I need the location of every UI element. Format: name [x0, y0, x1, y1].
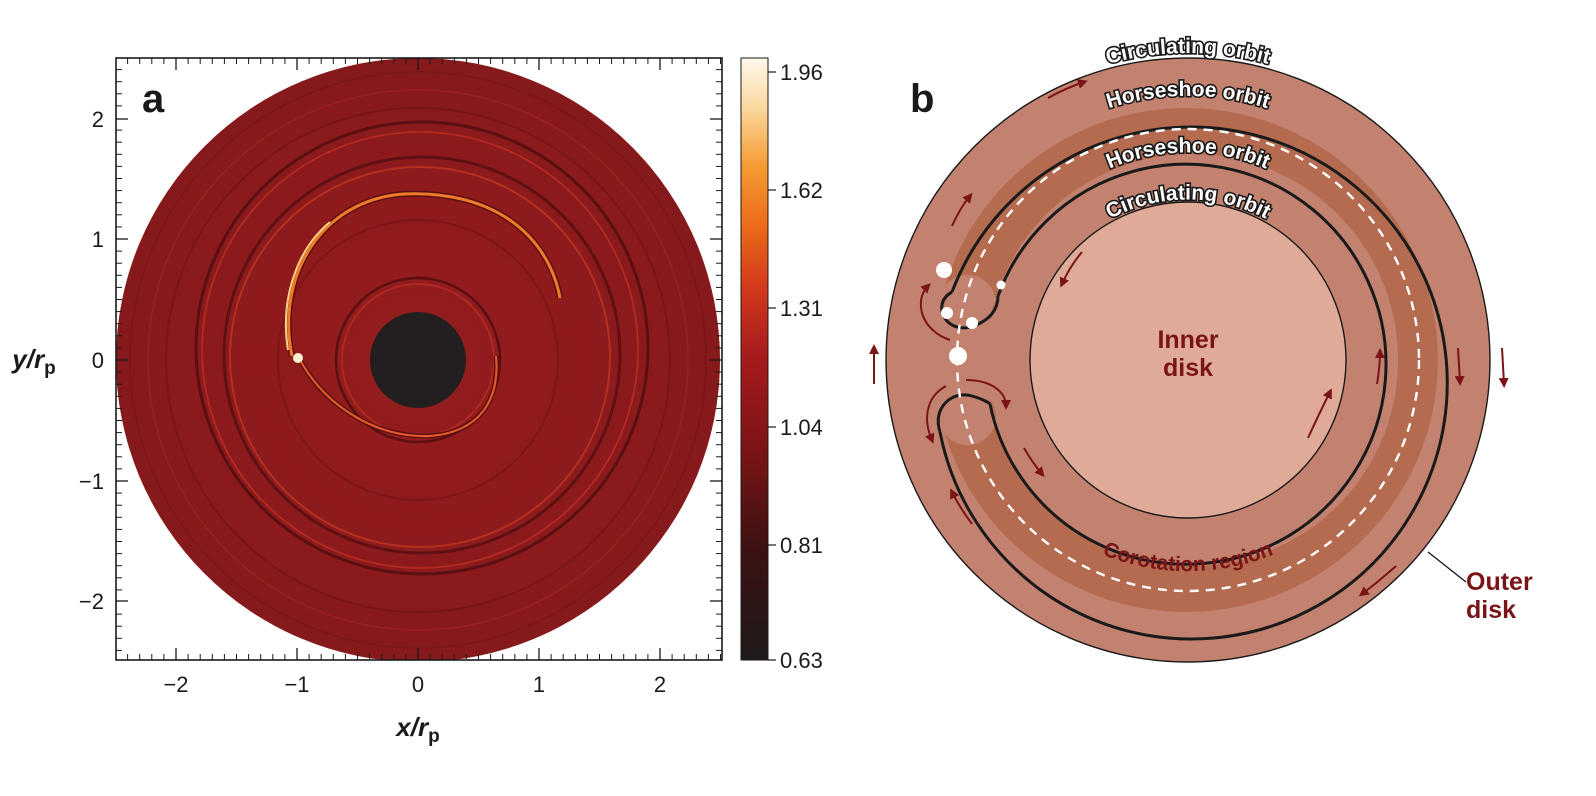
plot-frame: [115, 57, 723, 661]
spiral-wake-inner-bright: [299, 355, 498, 438]
y-tick-label: 1: [92, 227, 104, 252]
flow-arrow: [1498, 347, 1509, 388]
y-axis-label: y/rp: [10, 344, 55, 379]
x-tick-label: −1: [284, 672, 309, 697]
horseshoe-orbit-inner: [988, 162, 1388, 566]
colorbar-tick-label: 1.62: [780, 178, 823, 203]
flow-arrow: [919, 283, 951, 341]
particle-marker: [941, 307, 953, 319]
x-tick-label: 1: [533, 672, 545, 697]
planet-marker: [936, 262, 952, 278]
panel-letter-b: b: [910, 77, 934, 121]
minor-ticks: [116, 58, 722, 660]
density-ring: [222, 155, 622, 555]
label-outer-disk: Outer: [1466, 568, 1533, 596]
density-ring: [165, 107, 671, 613]
density-ring: [194, 120, 650, 576]
panel-a-density-map: −2 −1 0 1 2 2 1 0 −1 −2 x/rp y/rp a 1.96…: [10, 57, 823, 747]
flow-arrow: [1374, 348, 1385, 385]
outer-disk-leader-line: [1427, 551, 1467, 583]
axis-ticks: [116, 58, 722, 660]
planet-marker: [949, 347, 967, 365]
label-outer-disk-line2: disk: [1466, 596, 1516, 624]
particle-marker: [996, 280, 1006, 290]
x-axis-label: x/rp: [394, 712, 439, 747]
density-ring: [229, 166, 611, 548]
x-tick-label: 0: [412, 672, 424, 697]
flow-arrow: [1059, 251, 1083, 288]
flow-arrow: [1047, 79, 1088, 99]
x-tick-label: −2: [163, 672, 188, 697]
particle-marker: [966, 317, 978, 329]
flow-arrow: [950, 488, 973, 525]
colorbar-gradient: [740, 57, 769, 661]
flow-arrow: [1358, 565, 1397, 597]
y-tick-label: −1: [79, 469, 104, 494]
flow-arrow: [1023, 447, 1045, 478]
density-ring: [147, 89, 689, 631]
y-tick-label: 0: [92, 348, 104, 373]
colorbar-tick-label: 1.04: [780, 415, 823, 440]
flow-arrows: [869, 79, 1509, 597]
flow-arrow: [1454, 347, 1465, 386]
colorbar-ticks: [768, 71, 776, 661]
colorbar-tick-label: 0.81: [780, 533, 823, 558]
inner-disk: [1029, 201, 1347, 519]
label-inner-disk: Inner: [1157, 326, 1218, 354]
flow-arrow: [965, 379, 1011, 410]
y-tick-label: 2: [92, 107, 104, 132]
density-ring: [201, 131, 639, 569]
flow-arrow: [951, 192, 973, 227]
x-tick-label: 2: [654, 672, 666, 697]
colorbar-tick-label: 1.31: [780, 296, 823, 321]
panel-b-schematic: b: [869, 33, 1533, 663]
flow-arrow: [1307, 388, 1332, 439]
inner-cavity: [370, 312, 466, 408]
y-tick-label: −2: [79, 589, 104, 614]
horseshoe-orbit-outer: [938, 125, 1449, 641]
planet-hotspot: [293, 353, 303, 363]
colorbar-tick-label: 1.96: [780, 60, 823, 85]
density-ring: [277, 219, 559, 501]
label-inner-disk-line2: disk: [1163, 354, 1213, 382]
colorbar: 1.96 1.62 1.31 1.04 0.81 0.63: [740, 57, 823, 673]
horseshoe-turn-bottom: [936, 393, 992, 433]
density-ring: [334, 276, 502, 444]
panel-letter-a: a: [142, 77, 165, 121]
spiral-wake-outer-glow: [284, 221, 331, 351]
spiral-wake-outer: [287, 192, 562, 357]
colorbar-tick-label: 0.63: [780, 648, 823, 673]
flow-arrow: [924, 385, 947, 444]
